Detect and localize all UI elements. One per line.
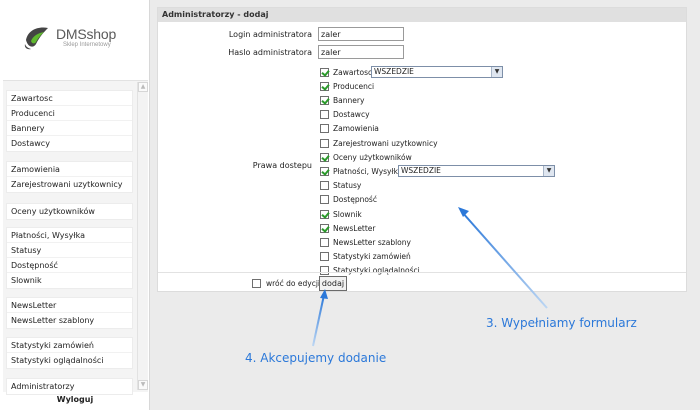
back-to-edit: wróć do edycji [252, 279, 320, 288]
permission-checkbox[interactable] [320, 195, 329, 205]
sidebar-item-dostawcy[interactable]: Dostawcy [11, 139, 50, 148]
sidebar-item-zamowienia[interactable]: Zamowienia [7, 162, 132, 177]
permission-checkbox[interactable] [320, 266, 329, 276]
permission-label: NewsLetter [333, 223, 376, 233]
permission-row: Statusy [320, 180, 361, 192]
sidebar-item-zawartosc[interactable]: Zawartosc [7, 91, 132, 106]
sidebar-item-slownik[interactable]: Slownik [11, 276, 42, 285]
arrow-step4 [312, 294, 325, 347]
sidebar-item-statystyki-ogladalnosci[interactable]: Statystyki oglądalności [11, 356, 104, 365]
permission-checkbox[interactable] [320, 181, 329, 191]
permission-checkbox[interactable] [320, 138, 329, 148]
panel-title: Administratorzy - dodaj [158, 8, 686, 22]
menu-group-admins: Administratorzy [6, 378, 133, 395]
permission-label: Statystyki oglądalności [333, 266, 420, 276]
annotation-step4: 4. Akcepujemy dodanie [245, 351, 387, 365]
permission-checkbox[interactable] [320, 81, 329, 91]
permission-label: Statusy [333, 181, 362, 191]
password-input[interactable] [318, 45, 404, 59]
permission-row: Producenci [320, 80, 374, 92]
permission-row: Zamowienia [320, 123, 379, 135]
scroll-up-icon[interactable]: ▲ [138, 82, 148, 92]
admin-add-panel: Administratorzy - dodaj Login administra… [157, 7, 687, 292]
sidebar-scrollbar[interactable]: ▲ ▼ [137, 82, 148, 390]
permission-checkbox[interactable] [320, 152, 329, 162]
sidebar: DMSshop Sklep Internetowy Zawartosc Prod… [0, 0, 150, 410]
scope-select-value: WSZEDZIE [374, 67, 414, 76]
permission-label: Slownik [333, 209, 362, 219]
permission-label: Bannery [333, 95, 365, 105]
logo: DMSshop Sklep Internetowy [0, 0, 150, 78]
sidebar-item-uzytkownicy[interactable]: Zarejestrowani uzytkownicy [11, 180, 123, 189]
menu-group-stats: Statystyki zamówień Statystyki oglądalno… [6, 337, 133, 369]
brand-tagline: Sklep Internetowy [63, 42, 111, 48]
sidebar-item-platnosci[interactable]: Płatności, Wysyłka [7, 228, 132, 243]
annotation-step3: 3. Wypełniamy formularz [486, 316, 637, 330]
menu-group-ratings: Oceny użytkowników [6, 203, 133, 220]
brand-name: DMSshop [56, 26, 117, 42]
scope-select[interactable]: WSZEDZIE ▼ [371, 66, 503, 78]
permission-row: Bannery [320, 94, 364, 106]
sidebar-item-administratorzy[interactable]: Administratorzy [11, 382, 75, 391]
scope-select-value: WSZEDZIE [401, 166, 441, 176]
permissions-label: Prawa dostepu [252, 161, 312, 170]
permission-label: Zawartosc [333, 67, 373, 77]
back-to-edit-checkbox[interactable] [252, 279, 261, 288]
permission-label: Płatności, Wysyłka [333, 166, 403, 176]
permission-label: Zarejestrowani uzytkownicy [333, 138, 438, 148]
permission-label: Statystyki zamówień [333, 252, 411, 262]
sidebar-item-oceny[interactable]: Oceny użytkowników [11, 207, 95, 216]
permission-row: NewsLetter szablony [320, 236, 411, 248]
permission-label: Zamowienia [333, 124, 379, 134]
password-label: Haslo administratora [228, 48, 312, 57]
add-button[interactable]: dodaj [319, 276, 347, 291]
permission-checkbox[interactable] [320, 223, 329, 233]
login-input[interactable] [318, 27, 404, 41]
permission-checkbox[interactable] [320, 124, 329, 134]
divider [158, 272, 686, 273]
permission-row: Płatności, Wysyłka [320, 165, 402, 177]
permission-label: Oceny użytkowników [333, 152, 412, 162]
sidebar-item-newsletter-szablony[interactable]: NewsLetter szablony [11, 316, 95, 325]
menu-group-orders: Zamowienia Zarejestrowani uzytkownicy [6, 161, 133, 193]
permission-label: Producenci [333, 81, 375, 91]
login-label: Login administratora [228, 30, 312, 39]
permission-row: Slownik [320, 208, 362, 220]
sidebar-item-dostepnosc[interactable]: Dostępność [7, 258, 132, 273]
sidebar-item-statusy[interactable]: Statusy [7, 243, 132, 258]
permission-row: Dostępność [320, 194, 377, 206]
permission-row: Zarejestrowani uzytkownicy [320, 137, 438, 149]
dmsshop-logo-icon [24, 27, 48, 50]
sidebar-item-producenci[interactable]: Producenci [7, 106, 132, 121]
permission-row: NewsLetter [320, 222, 376, 234]
sidebar-menu: Zawartosc Producenci Bannery Dostawcy Za… [3, 80, 148, 395]
scroll-down-icon[interactable]: ▼ [138, 380, 148, 390]
permission-row: Statystyki zamówień [320, 251, 411, 263]
permission-checkbox[interactable] [320, 67, 329, 77]
permission-row: Zawartosc [320, 66, 372, 78]
permission-checkbox[interactable] [320, 209, 329, 219]
sidebar-item-newsletter[interactable]: NewsLetter [7, 298, 132, 313]
permission-row: Dostawcy [320, 109, 370, 121]
back-to-edit-label: wróć do edycji [266, 279, 320, 288]
logout-link[interactable]: Wyloguj [56, 395, 94, 404]
permission-checkbox[interactable] [320, 95, 329, 105]
chevron-down-icon[interactable]: ▼ [543, 166, 554, 177]
sidebar-item-bannery[interactable]: Bannery [7, 121, 132, 136]
menu-group-newsletter: NewsLetter NewsLetter szablony [6, 297, 133, 329]
permission-checkbox[interactable] [320, 110, 329, 120]
permission-row: Statystyki oglądalności [320, 265, 420, 277]
permission-checkbox[interactable] [320, 237, 329, 247]
menu-group-settings: Płatności, Wysyłka Statusy Dostępność Sl… [6, 227, 133, 289]
permission-checkbox[interactable] [320, 252, 329, 262]
permission-label: Dostawcy [333, 110, 370, 120]
permission-label: NewsLetter szablony [333, 237, 411, 247]
scope-select[interactable]: WSZEDZIE ▼ [398, 165, 555, 178]
permission-label: Dostępność [333, 195, 377, 205]
chevron-down-icon[interactable]: ▼ [491, 67, 502, 77]
sidebar-item-statystyki-zamowien[interactable]: Statystyki zamówień [7, 338, 132, 353]
permission-row: Oceny użytkowników [320, 151, 412, 163]
permission-checkbox[interactable] [320, 166, 329, 176]
menu-group-content: Zawartosc Producenci Bannery Dostawcy [6, 90, 133, 152]
